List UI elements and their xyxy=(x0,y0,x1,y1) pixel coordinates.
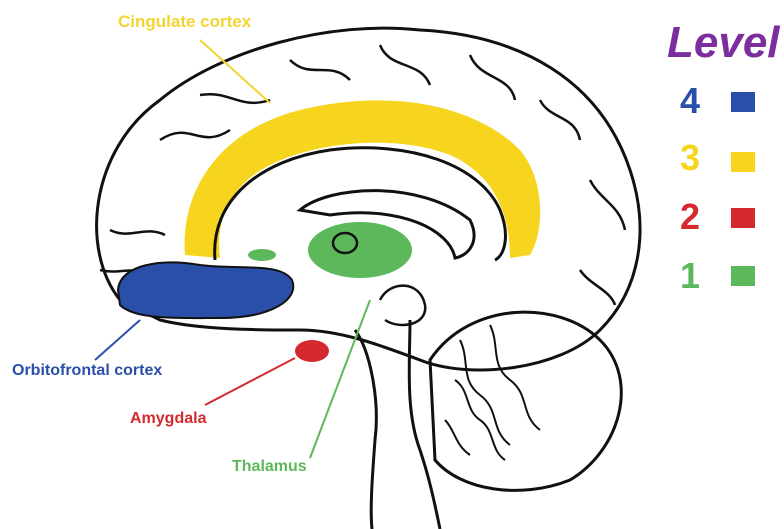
cerebellum-folia xyxy=(445,325,540,460)
legend-swatch-1 xyxy=(731,266,755,286)
cerebellum xyxy=(430,312,621,490)
amygdala-leader xyxy=(205,358,295,405)
thalamus-leader xyxy=(310,300,370,458)
amygdala-region xyxy=(295,340,329,362)
cingulate-cortex-label: Cingulate cortex xyxy=(118,12,251,32)
legend-swatch-3 xyxy=(731,152,755,172)
legend-level-2: 2 xyxy=(680,196,700,238)
thalamus-region xyxy=(308,222,412,278)
orbitofrontal-leader xyxy=(95,320,140,360)
thalamus-label: Thalamus xyxy=(232,458,307,476)
legend-level-1: 1 xyxy=(680,255,700,297)
legend-swatch-4 xyxy=(731,92,755,112)
legend-level-4: 4 xyxy=(680,80,700,122)
legend-title: Level xyxy=(667,18,780,68)
amygdala-label: Amygdala xyxy=(130,410,206,428)
orbitofrontal-cortex-label: Orbitofrontal cortex xyxy=(12,362,162,380)
legend-level-3: 3 xyxy=(680,137,700,179)
orbitofrontal-region xyxy=(118,262,293,318)
legend-swatch-2 xyxy=(731,208,755,228)
